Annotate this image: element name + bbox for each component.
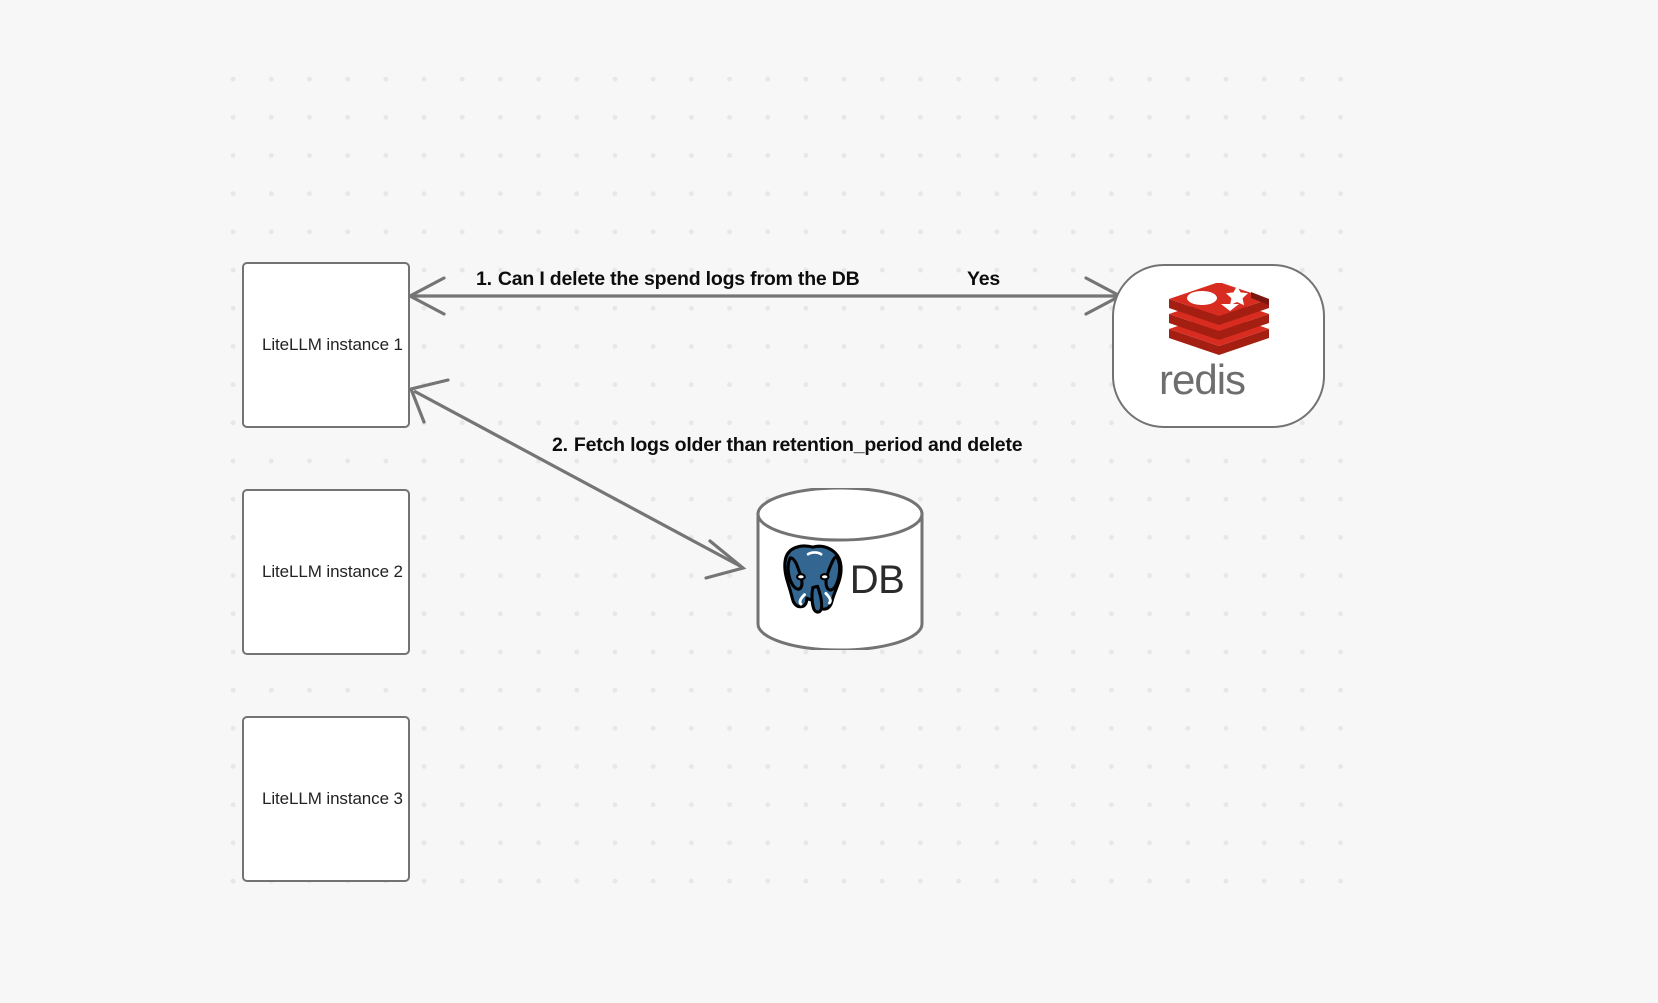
litellm-instance-3-node[interactable]: LiteLLM instance 3 bbox=[242, 716, 410, 882]
postgresql-elephant-icon bbox=[776, 540, 852, 621]
edge-label-step-2-text: Fetch logs older than retention_period a… bbox=[573, 434, 1023, 456]
edge-label-step-1-text: Can I delete the spend logs from the DB bbox=[497, 268, 860, 290]
edge-litellm1-db bbox=[408, 378, 747, 580]
edge-label-step-1: 1.Can I delete the spend logs from the D… bbox=[476, 268, 860, 291]
edge-label-step-1-number: 1. bbox=[476, 268, 492, 290]
litellm-instance-3-label: LiteLLM instance 3 bbox=[262, 789, 403, 808]
edge-label-step-2-number: 2. bbox=[552, 434, 568, 456]
litellm-instance-1-label: LiteLLM instance 1 bbox=[262, 335, 403, 354]
redis-node[interactable]: redis bbox=[1112, 264, 1325, 428]
edge-label-yes-text: Yes bbox=[967, 268, 1001, 290]
arrowhead-left-litellm1 bbox=[406, 276, 446, 316]
litellm-instance-2-label: LiteLLM instance 2 bbox=[262, 562, 403, 581]
edge-line-litellm1-db bbox=[413, 389, 741, 568]
litellm-instance-2-node[interactable]: LiteLLM instance 2 bbox=[242, 489, 410, 655]
litellm-instance-1-node[interactable]: LiteLLM instance 1 bbox=[242, 262, 410, 428]
edge-label-step-2: 2.Fetch logs older than retention_period… bbox=[552, 434, 1023, 457]
postgres-db-node[interactable]: DB bbox=[754, 488, 926, 650]
redis-logo-icon bbox=[1165, 282, 1273, 362]
database-label: DB bbox=[849, 557, 905, 602]
database-cylinder-shape bbox=[756, 488, 924, 650]
arrowhead-downright-db bbox=[704, 539, 747, 580]
arrowhead-upleft-litellm1 bbox=[408, 378, 450, 424]
edge-label-yes: Yes bbox=[967, 268, 1000, 291]
redis-wordmark: redis bbox=[1159, 356, 1279, 409]
redis-wordmark-text: redis bbox=[1159, 358, 1245, 403]
